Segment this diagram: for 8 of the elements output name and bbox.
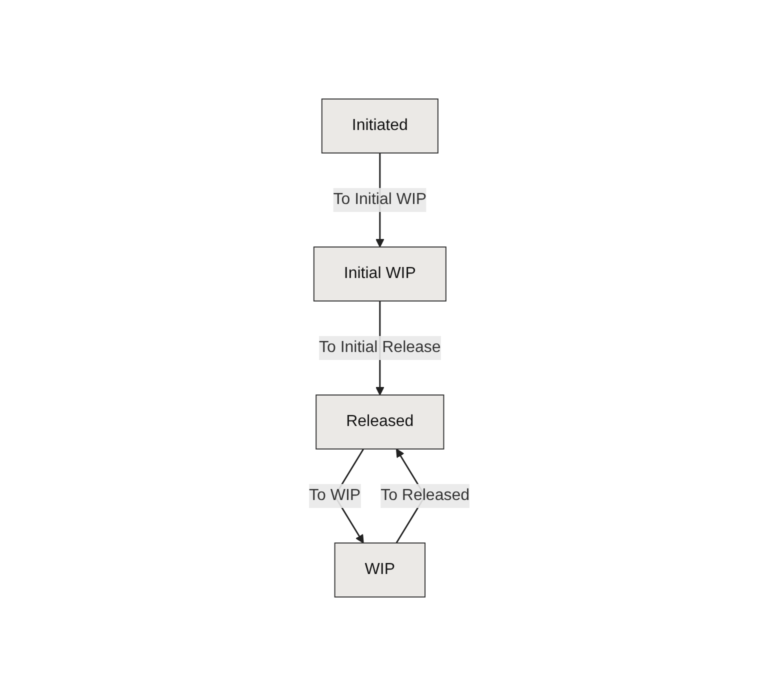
edge-label: To WIP (308, 486, 360, 504)
edge-label: To Initial Release (318, 338, 441, 356)
node-box: WIP (334, 542, 426, 597)
node-box: Initiated (321, 98, 438, 153)
node-box: Initial WIP (313, 246, 446, 301)
node-box: Released (315, 394, 444, 449)
edge-label: To Released (380, 486, 470, 504)
edge-label: To Initial WIP (332, 190, 426, 208)
